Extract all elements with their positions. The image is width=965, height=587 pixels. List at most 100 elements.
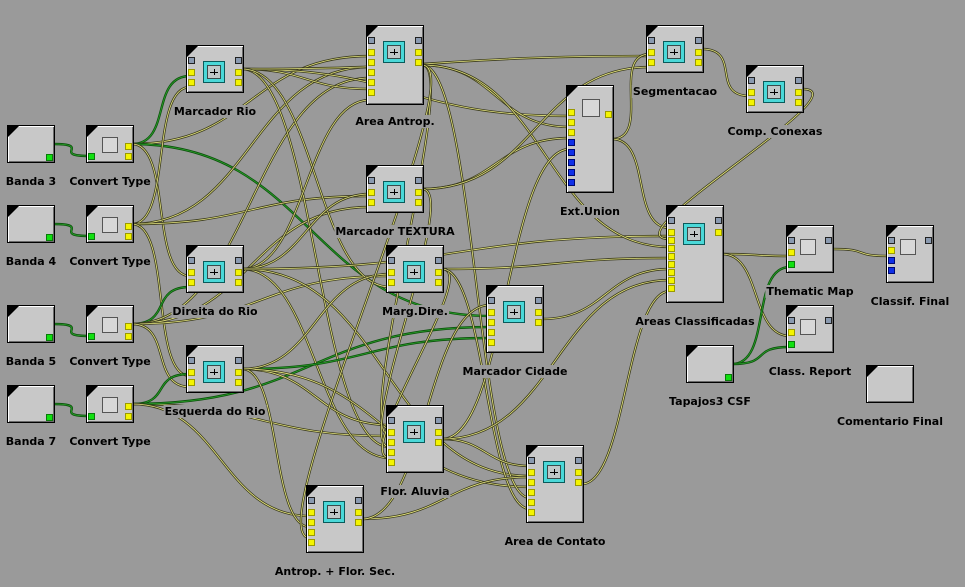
output-port[interactable] (535, 319, 542, 326)
output-port[interactable] (795, 99, 802, 106)
output-port[interactable] (415, 177, 422, 184)
output-port[interactable] (605, 111, 612, 118)
input-port[interactable] (888, 247, 895, 254)
input-port[interactable] (888, 267, 895, 274)
module-convert2[interactable] (86, 205, 134, 243)
input-port[interactable] (488, 297, 495, 304)
output-port[interactable] (435, 257, 442, 264)
input-port[interactable] (568, 149, 575, 156)
output-port[interactable] (535, 309, 542, 316)
input-port[interactable] (788, 341, 795, 348)
module-antrop-flor-sec[interactable] (306, 485, 364, 553)
input-port[interactable] (668, 261, 675, 268)
module-banda5[interactable] (7, 305, 55, 343)
module-area-antrop[interactable] (366, 25, 424, 105)
output-port[interactable] (415, 49, 422, 56)
output-port[interactable] (46, 154, 53, 161)
output-port[interactable] (355, 497, 362, 504)
module-banda4[interactable] (7, 205, 55, 243)
input-port[interactable] (88, 333, 95, 340)
input-port[interactable] (388, 417, 395, 424)
input-port[interactable] (788, 329, 795, 336)
input-port[interactable] (668, 285, 675, 292)
module-flor-aluvia[interactable] (386, 405, 444, 473)
input-port[interactable] (668, 229, 675, 236)
input-port[interactable] (388, 279, 395, 286)
module-direita-rio[interactable] (186, 245, 244, 293)
input-port[interactable] (488, 329, 495, 336)
output-port[interactable] (415, 189, 422, 196)
output-port[interactable] (825, 237, 832, 244)
output-port[interactable] (125, 323, 132, 330)
input-port[interactable] (568, 109, 575, 116)
input-port[interactable] (188, 257, 195, 264)
output-port[interactable] (725, 374, 732, 381)
input-port[interactable] (488, 319, 495, 326)
input-port[interactable] (668, 269, 675, 276)
output-port[interactable] (695, 37, 702, 44)
output-port[interactable] (575, 479, 582, 486)
module-convert3[interactable] (86, 305, 134, 343)
output-port[interactable] (235, 379, 242, 386)
input-port[interactable] (668, 245, 675, 252)
input-port[interactable] (188, 279, 195, 286)
input-port[interactable] (88, 153, 95, 160)
input-port[interactable] (368, 177, 375, 184)
output-port[interactable] (235, 269, 242, 276)
output-port[interactable] (125, 333, 132, 340)
output-port[interactable] (825, 317, 832, 324)
output-port[interactable] (435, 269, 442, 276)
input-port[interactable] (648, 59, 655, 66)
input-port[interactable] (368, 79, 375, 86)
input-port[interactable] (488, 339, 495, 346)
input-port[interactable] (188, 357, 195, 364)
module-classif-final[interactable] (886, 225, 934, 283)
output-port[interactable] (575, 469, 582, 476)
input-port[interactable] (748, 77, 755, 84)
output-port[interactable] (125, 143, 132, 150)
module-convert4[interactable] (86, 385, 134, 423)
input-port[interactable] (568, 139, 575, 146)
input-port[interactable] (188, 57, 195, 64)
input-port[interactable] (528, 509, 535, 516)
module-marcador-cidade[interactable] (486, 285, 544, 353)
output-port[interactable] (355, 509, 362, 516)
output-port[interactable] (235, 279, 242, 286)
input-port[interactable] (388, 257, 395, 264)
input-port[interactable] (308, 509, 315, 516)
input-port[interactable] (308, 529, 315, 536)
input-port[interactable] (388, 449, 395, 456)
module-area-contato[interactable] (526, 445, 584, 523)
output-port[interactable] (46, 414, 53, 421)
module-banda3[interactable] (7, 125, 55, 163)
output-port[interactable] (355, 519, 362, 526)
module-ext-union[interactable] (566, 85, 614, 193)
module-comp-conexas[interactable] (746, 65, 804, 113)
input-port[interactable] (668, 253, 675, 260)
output-port[interactable] (415, 199, 422, 206)
input-port[interactable] (368, 49, 375, 56)
input-port[interactable] (368, 69, 375, 76)
input-port[interactable] (308, 539, 315, 546)
output-port[interactable] (415, 59, 422, 66)
input-port[interactable] (388, 269, 395, 276)
module-esquerda-rio[interactable] (186, 345, 244, 393)
output-port[interactable] (125, 413, 132, 420)
module-convert1[interactable] (86, 125, 134, 163)
input-port[interactable] (788, 317, 795, 324)
input-port[interactable] (368, 199, 375, 206)
output-port[interactable] (235, 79, 242, 86)
output-port[interactable] (235, 69, 242, 76)
module-thematic-map[interactable] (786, 225, 834, 273)
input-port[interactable] (568, 129, 575, 136)
input-port[interactable] (388, 459, 395, 466)
input-port[interactable] (648, 49, 655, 56)
input-port[interactable] (188, 269, 195, 276)
input-port[interactable] (888, 237, 895, 244)
input-port[interactable] (528, 457, 535, 464)
module-marg-dire[interactable] (386, 245, 444, 293)
input-port[interactable] (188, 69, 195, 76)
output-port[interactable] (435, 279, 442, 286)
input-port[interactable] (568, 179, 575, 186)
